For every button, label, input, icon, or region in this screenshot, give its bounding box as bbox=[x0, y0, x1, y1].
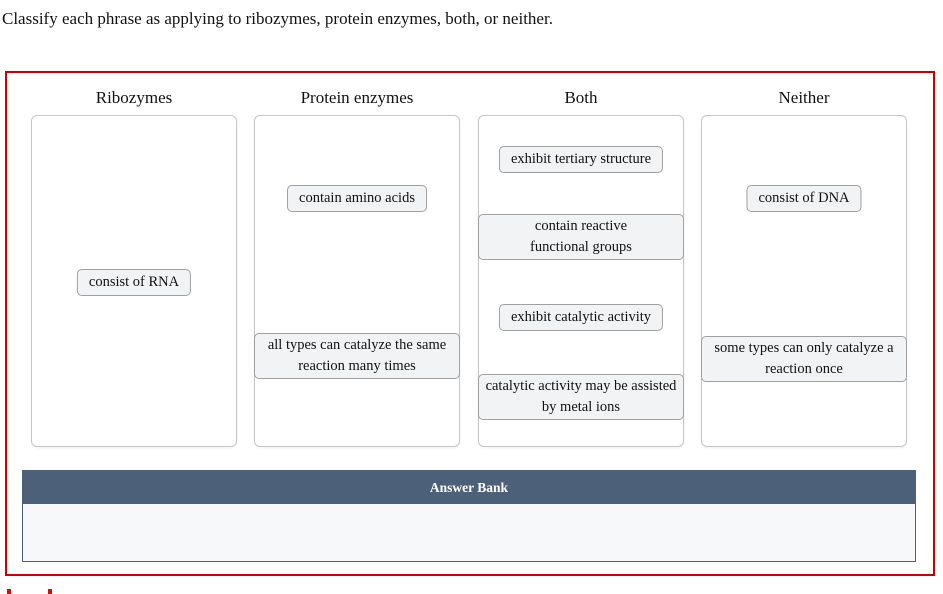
both-drop-zone[interactable]: exhibit tertiary structure contain react… bbox=[478, 115, 684, 447]
phrase-chip[interactable]: consist of DNA bbox=[746, 185, 862, 212]
column-both: Both exhibit tertiary structure contain … bbox=[478, 85, 684, 447]
phrase-chip-label: contain reactive functional groups bbox=[530, 218, 632, 255]
column-header-neither: Neither bbox=[778, 88, 830, 107]
phrase-chip-label: catalytic activity may be assisted by me… bbox=[485, 378, 677, 415]
column-ribozymes: Ribozymes consist of RNA bbox=[31, 85, 237, 447]
protein-enzymes-drop-zone[interactable]: contain amino acids all types can cataly… bbox=[254, 115, 460, 447]
answer-bank-header: Answer Bank bbox=[23, 471, 915, 504]
answer-bank-drop-zone[interactable] bbox=[23, 504, 915, 561]
answer-bank: Answer Bank bbox=[22, 470, 916, 562]
clipped-red-text-fragment bbox=[48, 589, 52, 594]
phrase-chip[interactable]: catalytic activity may be assisted by me… bbox=[478, 374, 684, 420]
phrase-chip-label: some types can only catalyze a reaction … bbox=[714, 340, 894, 377]
column-neither: Neither consist of DNA some types can on… bbox=[701, 85, 907, 447]
question-prompt: Classify each phrase as applying to ribo… bbox=[2, 9, 553, 28]
sorting-work-area: Ribozymes consist of RNA Protein enzymes… bbox=[5, 71, 935, 576]
phrase-chip[interactable]: some types can only catalyze a reaction … bbox=[701, 336, 907, 382]
phrase-chip[interactable]: exhibit tertiary structure bbox=[498, 146, 664, 173]
column-header-both: Both bbox=[564, 88, 598, 107]
neither-drop-zone[interactable]: consist of DNA some types can only catal… bbox=[701, 115, 907, 447]
ribozymes-drop-zone[interactable]: consist of RNA bbox=[31, 115, 237, 447]
clipped-red-text-fragment bbox=[7, 589, 11, 594]
phrase-chip[interactable]: consist of RNA bbox=[76, 269, 192, 296]
phrase-chip[interactable]: contain reactive functional groups bbox=[478, 214, 684, 260]
column-header-protein-enzymes: Protein enzymes bbox=[300, 88, 414, 107]
phrase-chip-label: all types can catalyze the same reaction… bbox=[267, 337, 447, 374]
phrase-chip[interactable]: exhibit catalytic activity bbox=[498, 304, 664, 331]
phrase-chip[interactable]: all types can catalyze the same reaction… bbox=[254, 333, 460, 379]
phrase-chip[interactable]: contain amino acids bbox=[287, 185, 427, 212]
column-protein-enzymes: Protein enzymes contain amino acids all … bbox=[254, 85, 460, 447]
column-header-ribozymes: Ribozymes bbox=[95, 88, 173, 107]
